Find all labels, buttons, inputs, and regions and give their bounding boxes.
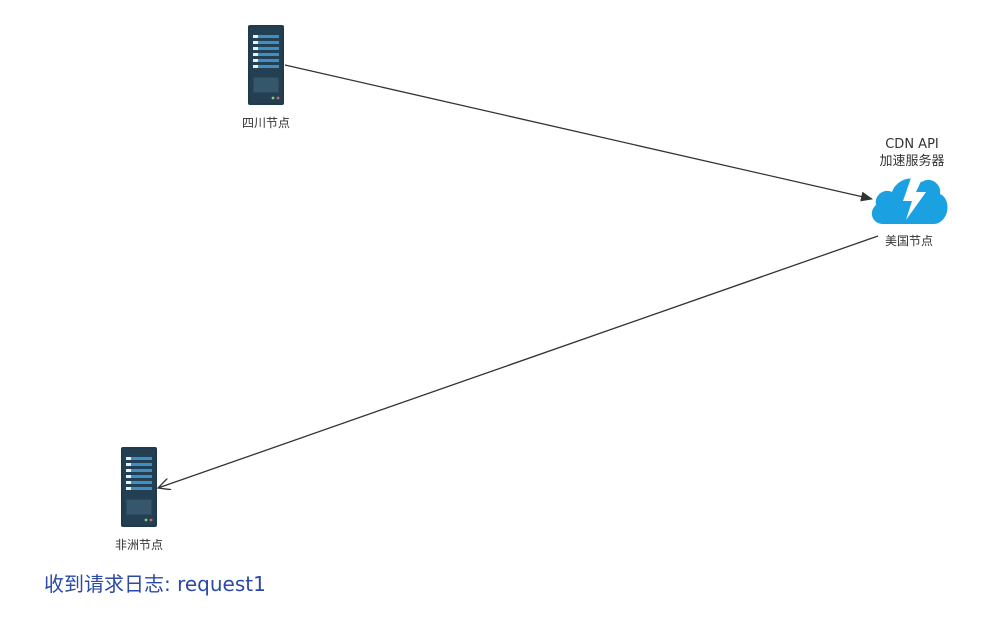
node-usa[interactable]: CDN API 加速服务器 美国节点 — [871, 137, 948, 248]
node-sichuan[interactable]: 四川节点 — [242, 25, 290, 130]
server-icon — [121, 447, 157, 527]
node-caption-line2: 加速服务器 — [879, 153, 944, 169]
edge-usa-to-africa[interactable] — [158, 235, 879, 488]
server-icon — [248, 25, 284, 105]
node-caption-line1: CDN API — [885, 137, 939, 152]
cloud-lightning-icon — [871, 175, 948, 224]
node-label-africa: 非洲节点 — [115, 538, 163, 552]
request-log-text: 收到请求日志: request1 — [44, 572, 266, 596]
node-label-usa: 美国节点 — [885, 234, 933, 248]
node-label-sichuan: 四川节点 — [242, 116, 290, 130]
edge-sichuan-to-usa[interactable] — [284, 64, 873, 202]
node-africa[interactable]: 非洲节点 — [115, 447, 163, 552]
